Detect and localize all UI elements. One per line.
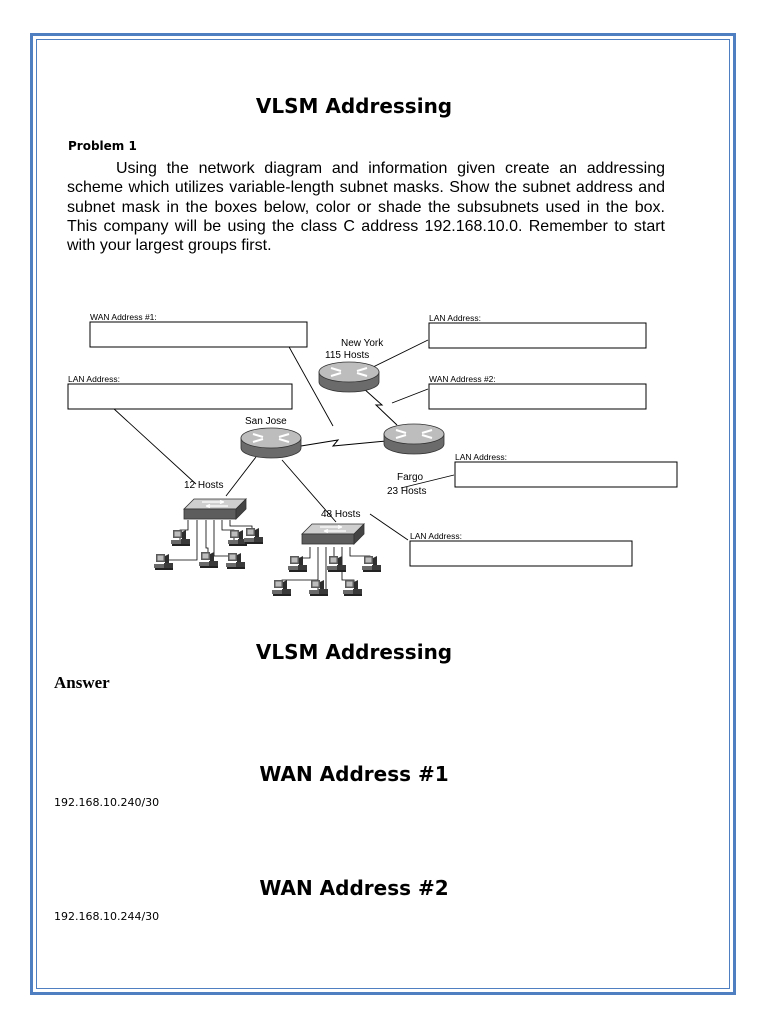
answer-label: Answer: [54, 673, 110, 692]
switch-48-hosts-icon: [301, 523, 365, 545]
page-border-inner: [36, 39, 730, 989]
site-label-san-jose: San Jose: [245, 416, 287, 427]
pc-group-12-hosts-icon: [154, 528, 263, 570]
wan1-address-box: [89, 321, 308, 348]
serial-link-ny-fargo: [362, 387, 398, 426]
serial-link-sj-fargo: [300, 439, 387, 447]
problem-label: Problem 1: [68, 139, 137, 153]
lan-address-box-48-hosts: [409, 540, 633, 567]
lan-box-label-48-hosts: LAN Address:: [410, 531, 462, 541]
wan2-heading: WAN Address #2: [259, 876, 449, 900]
lan-box-label-left: LAN Address:: [68, 374, 120, 384]
wan1-box-label: WAN Address #1:: [90, 312, 157, 322]
page-title: VLSM Addressing: [255, 94, 453, 118]
wan2-box-label: WAN Address #2:: [429, 374, 496, 384]
lan-ny-callout-line: [370, 339, 429, 369]
router-fargo-icon: [383, 423, 445, 455]
router-new-york-icon: [318, 361, 380, 393]
site-label-new-york: New York: [341, 338, 384, 349]
wan1-heading: WAN Address #1: [259, 762, 449, 786]
lan-address-box-fargo: [454, 461, 678, 488]
lan-fargo-callout-line: [400, 474, 455, 489]
pc-group-48-hosts-icon: [272, 556, 381, 596]
site-hosts-12: 12 Hosts: [184, 480, 223, 491]
site-hosts-new-york: 115 Hosts: [325, 350, 369, 361]
wan2-value: 192.168.10.244/30: [54, 910, 160, 923]
wan2-callout-line: [391, 388, 429, 404]
lan-48-callout-line: [369, 513, 409, 541]
wan1-callout-line: [287, 344, 334, 427]
site-label-fargo: Fargo: [397, 472, 424, 483]
lan-address-box-left: [67, 383, 293, 410]
problem-text: Using the network diagram and informatio…: [67, 160, 665, 255]
site-hosts-48: 48 Hosts: [321, 509, 360, 520]
page-border-outer: [30, 33, 736, 995]
lan-left-callout-line: [112, 407, 197, 485]
lan-box-label-new-york: LAN Address:: [429, 313, 481, 323]
wan1-value: 192.168.10.240/30: [54, 796, 160, 809]
answer-title: VLSM Addressing: [255, 640, 453, 664]
network-diagram: WAN Address #1: LAN Address: LAN Address…: [67, 312, 678, 596]
lan-box-label-fargo: LAN Address:: [455, 452, 507, 462]
site-hosts-fargo: 23 Hosts: [387, 486, 426, 497]
router-san-jose-icon: [240, 427, 302, 459]
wan2-address-box: [428, 383, 647, 410]
switch-12-hosts-icon: [183, 498, 247, 520]
lan-address-box-new-york: [428, 322, 647, 349]
